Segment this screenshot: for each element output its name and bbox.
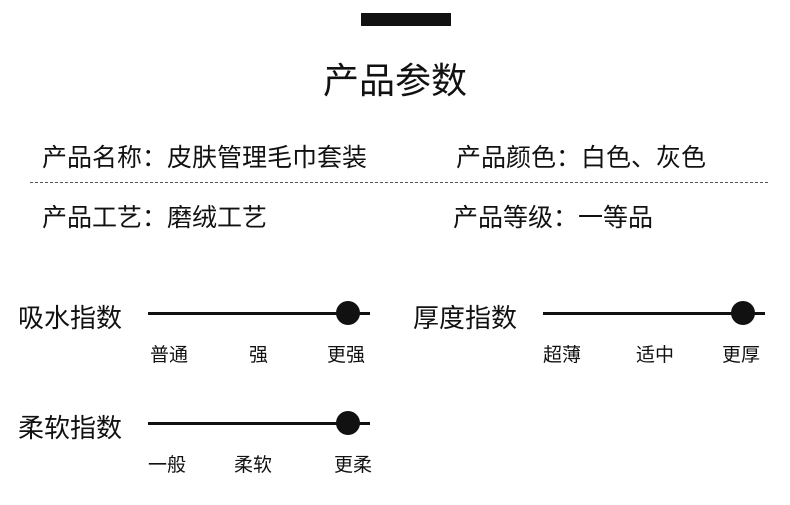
level-label: 柔软: [234, 454, 273, 476]
param-value: 皮肤管理毛巾套装: [167, 143, 368, 172]
param-label: 产品工艺：: [42, 203, 168, 232]
absorbency-label: 吸水指数: [18, 304, 123, 334]
param-color: 产品颜色：白色、灰色: [456, 138, 706, 174]
level-label: 更强: [327, 344, 366, 366]
param-label: 产品颜色：: [456, 143, 582, 172]
softness-indicator: [335, 411, 360, 435]
level-label: 普通: [150, 344, 189, 366]
level-label: 一般: [148, 454, 187, 476]
param-craft: 产品工艺：磨绒工艺: [42, 198, 267, 234]
absorbency-indicator: [335, 301, 360, 325]
level-label: 更柔: [334, 454, 373, 476]
softness-label: 柔软指数: [18, 414, 123, 444]
softness-track: [148, 422, 370, 425]
param-label: 产品名称：: [42, 143, 168, 172]
thickness-track: [543, 312, 765, 315]
param-value: 磨绒工艺: [167, 203, 268, 232]
page-title: 产品参数: [322, 61, 467, 102]
level-label: 更厚: [722, 344, 761, 366]
thickness-indicator: [730, 301, 755, 325]
param-grade: 产品等级：一等品: [453, 198, 653, 234]
param-value: 白色、灰色: [581, 143, 707, 172]
divider: [30, 182, 768, 183]
param-value: 一等品: [578, 203, 654, 232]
level-label: 强: [249, 344, 269, 366]
decorative-bar: [361, 13, 451, 26]
thickness-label: 厚度指数: [413, 304, 518, 334]
param-label: 产品等级：: [453, 203, 579, 232]
param-name: 产品名称：皮肤管理毛巾套装: [42, 138, 367, 174]
level-label: 超薄: [543, 344, 582, 366]
absorbency-track: [148, 312, 370, 315]
level-label: 适中: [636, 344, 675, 366]
